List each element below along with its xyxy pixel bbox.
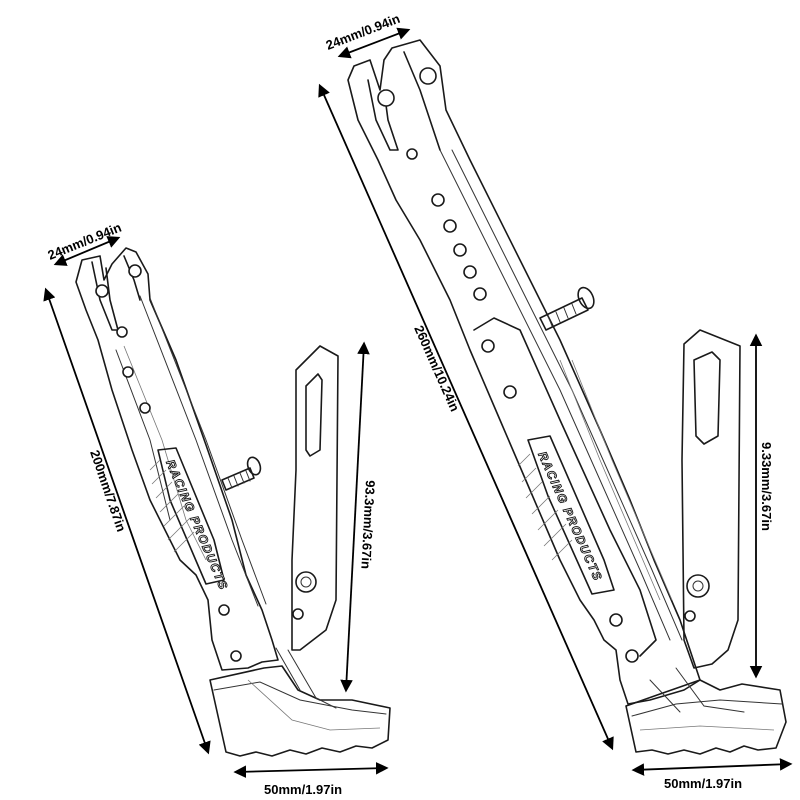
small-stand-adjust-screw <box>221 456 262 491</box>
small-stand-length-label: 200mm/7.87in <box>87 448 129 534</box>
large-stand-adjust-screw <box>539 286 595 331</box>
large-stand-base-width-label: 50mm/1.97in <box>664 776 742 791</box>
small-stand-height-label: 93.3mm/3.67in <box>358 480 378 570</box>
large-stand-adjust-holes <box>431 193 487 301</box>
large-stand-length-label: 260mm/10.24in <box>411 323 462 414</box>
small-stand-base-width-label: 50mm/1.97in <box>264 782 342 797</box>
small-stand-logo: RACING PRODUCTS <box>163 458 231 593</box>
large-stand-height-label: 9.33mm/3.67in <box>759 442 774 531</box>
small-stand-dimensions: 24mm/0.94in 200mm/7.87in 93.3mm/3.67in 5… <box>43 220 389 797</box>
large-stand-logo: RACING PRODUCTS <box>535 450 605 584</box>
small-kickstand-illustration: RACING PRODUCTS <box>75 247 391 757</box>
